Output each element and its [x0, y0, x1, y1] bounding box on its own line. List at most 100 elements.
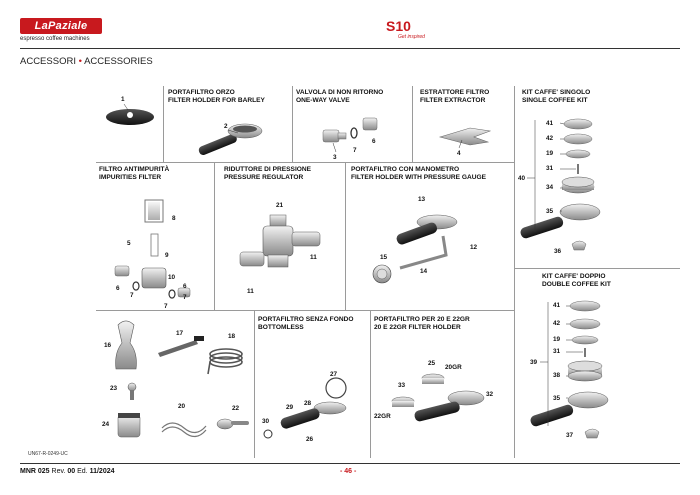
edition-label: Ed.	[77, 468, 88, 475]
divider	[96, 162, 514, 163]
part-label: 42	[553, 320, 561, 327]
divider	[292, 86, 293, 162]
caption-impurities-it: FILTRO ANTIMPURITÀ	[99, 166, 170, 173]
part-label: 34	[546, 184, 554, 191]
part-label: 26	[306, 436, 314, 443]
part-label: 35	[546, 208, 554, 215]
divider	[96, 310, 514, 311]
part-label: 39	[530, 359, 538, 366]
caption-impurities-en: IMPURITIES FILTER	[99, 174, 162, 181]
detergent-jar-illustration	[117, 413, 141, 438]
part-label: 6	[372, 138, 376, 145]
caption-impurities: FILTRO ANTIMPURITÀ IMPURITIES FILTER	[99, 166, 169, 182]
part-label: 31	[546, 165, 554, 172]
part-label: 36	[554, 248, 562, 255]
drawing-code: UN67-R-0249-UC	[28, 451, 68, 457]
part-label: 38	[553, 372, 561, 379]
part-label: 24	[102, 421, 110, 428]
header-rule	[20, 48, 680, 49]
part-label: 42	[546, 135, 554, 142]
double-coffee-kit-illustration	[530, 300, 609, 439]
revision-label: Rev.	[51, 468, 66, 475]
part-label: 20	[178, 403, 186, 410]
screw-set-illustration	[127, 382, 137, 400]
part-label: 16	[104, 342, 112, 349]
model-name: S10	[386, 18, 411, 34]
part-label: 17	[176, 330, 184, 337]
divider	[163, 86, 164, 162]
brand-logo-text: LaPaziale	[34, 20, 88, 32]
caption-20-22gr-en: 20 e 22GR FILTER HOLDER	[374, 324, 461, 331]
caption-valve-it: VALVOLA DI NON RITORNO	[296, 89, 384, 96]
divider	[254, 310, 255, 458]
caption-regulator-it: RIDUTTORE DI PRESSIONE	[224, 166, 312, 173]
pressure-regulator-illustration	[239, 214, 321, 268]
impurities-filter-illustration	[114, 199, 191, 299]
caption-bottomless-en: BOTTOMLESS	[258, 324, 304, 331]
tamper-illustration	[115, 320, 137, 370]
caption-bottomless-it: PORTAFILTRO SENZA FONDO	[258, 316, 354, 323]
divider	[412, 86, 413, 162]
section-title-en: ACCESSORIES	[84, 56, 153, 67]
part-label: 7	[353, 147, 357, 154]
caption-single-kit-it: KIT CAFFE' SINGOLO	[522, 89, 591, 96]
divider	[514, 268, 680, 269]
divider	[370, 310, 371, 458]
part-label: 35	[553, 395, 561, 402]
brand-logo: LaPaziale	[20, 18, 102, 34]
page-number: - 46 -	[340, 468, 357, 475]
caption-barley-it: PORTAFILTRO ORZO	[168, 89, 235, 96]
part-label: 4	[457, 150, 461, 157]
part-label: 6	[116, 285, 120, 292]
part-label: 22	[232, 405, 240, 412]
part-label: 40	[518, 175, 526, 182]
part-label: 2	[224, 123, 228, 130]
edition-value: 11/2024	[89, 468, 115, 475]
part-label: 19	[546, 150, 554, 157]
caption-barley-en: FILTER HOLDER FOR BARLEY	[168, 97, 265, 104]
part-label: 7	[183, 294, 187, 301]
caption-double-kit: KIT CAFFE' DOPPIO DOUBLE COFFEE KIT	[542, 273, 611, 289]
part-label: 11	[310, 254, 317, 261]
document-code: MNR 025	[20, 468, 50, 475]
caption-20-22gr-it: PORTAFILTRO per 20 e 22GR	[374, 316, 470, 323]
model-tagline: Get inspired	[398, 34, 425, 40]
part-label: 10	[168, 274, 176, 281]
revision-value: 00	[67, 468, 76, 475]
part-label: 29	[286, 404, 294, 411]
caption-gauge-it: PORTAFILTRO CON MANOMETRO	[351, 166, 460, 173]
part-label: 13	[418, 196, 426, 203]
part-label: 37	[566, 432, 574, 439]
part-label: 7	[164, 303, 168, 310]
gauge-filter-holder-illustration	[372, 214, 458, 284]
caption-valve: VALVOLA DI NON RITORNO ONE-WAY VALVE	[296, 89, 383, 105]
part-label: 18	[228, 333, 236, 340]
part-label: 23	[110, 385, 118, 392]
caption-double-kit-it: KIT CAFFE' DOPPIO	[542, 273, 606, 280]
blind-disc-illustration	[106, 109, 154, 125]
part-label: 25	[428, 360, 436, 367]
filter-extractor-illustration	[438, 127, 492, 146]
part-label: 5	[127, 240, 131, 247]
section-title-separator: •	[78, 56, 82, 67]
caption-bottomless: PORTAFILTRO SENZA FONDO BOTTOMLESS	[258, 316, 353, 332]
divider	[514, 86, 515, 458]
one-way-valve-illustration	[322, 117, 378, 143]
caption-gauge-en: FILTER HOLDER WITH PRESSURE GAUGE	[351, 174, 487, 181]
barley-filter-holder-illustration	[198, 123, 263, 155]
part-label: 28	[304, 400, 312, 407]
part-label: 32	[486, 391, 494, 398]
part-label: 19	[553, 336, 561, 343]
part-label: 8	[172, 215, 176, 222]
part-label: 11	[247, 288, 254, 295]
divider	[214, 162, 215, 310]
caption-regulator: RIDUTTORE DI PRESSIONE PRESSURE REGULATO…	[224, 166, 311, 182]
footer-rule	[20, 463, 680, 464]
caption-extractor-en: FILTER EXTRACTOR	[420, 97, 486, 104]
measuring-spoon-illustration	[216, 418, 249, 430]
part-label: 9	[165, 252, 169, 259]
part-label: 15	[380, 254, 388, 261]
coil-hose-illustration	[207, 348, 243, 375]
part-label: 20GR	[445, 364, 462, 371]
